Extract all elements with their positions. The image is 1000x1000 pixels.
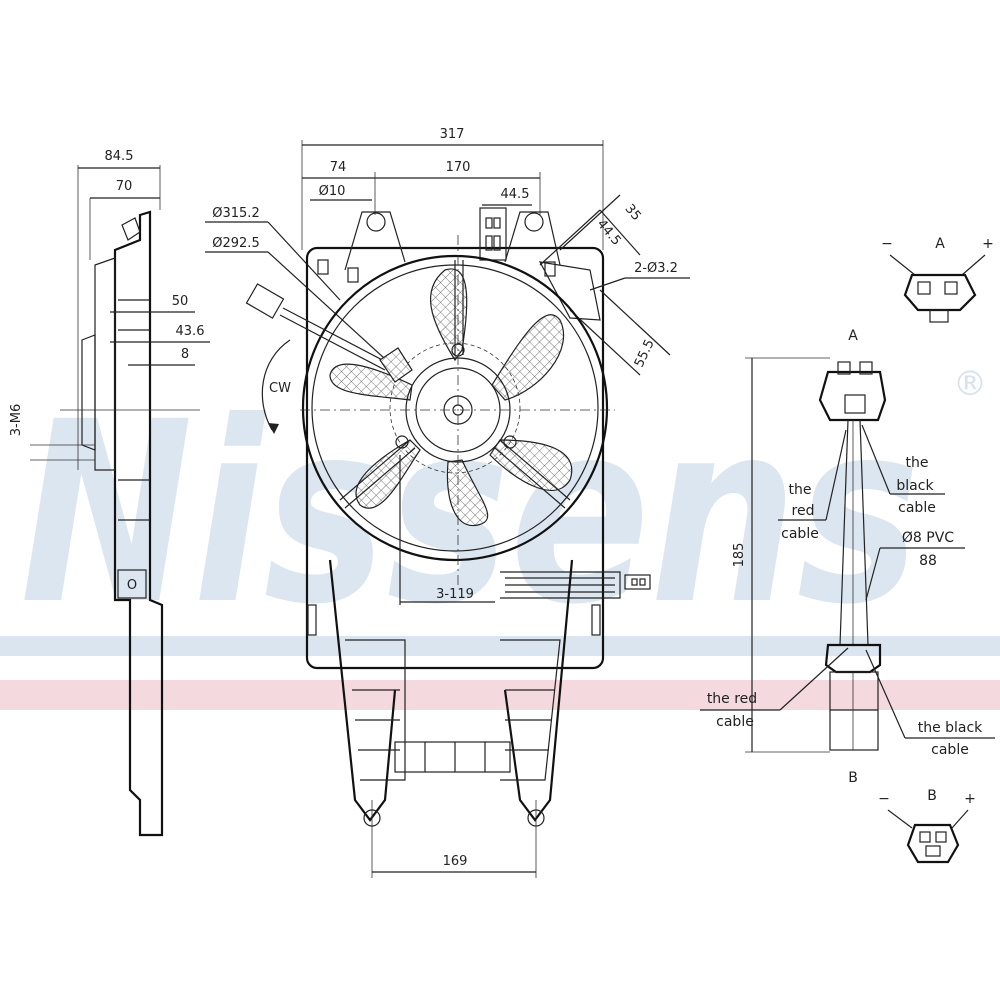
blade-note-3-119: 3-119	[436, 587, 474, 602]
blue-stripe	[0, 636, 1000, 656]
cable-view: − A + A 185 the red cable	[700, 236, 995, 864]
dim-43-6: 43.6	[176, 324, 205, 339]
top-red-the: the	[789, 482, 812, 498]
dia-292-5: Ø292.5	[212, 236, 259, 251]
registered-mark: ®	[953, 364, 987, 404]
dim-74: 74	[330, 160, 347, 175]
bottom-black-line2: cable	[931, 742, 969, 758]
top-red-red: red	[792, 503, 815, 519]
connector-a-label: A	[935, 236, 945, 252]
pink-stripe	[0, 680, 1000, 710]
holes-2-dia-3-2: 2-Ø3.2	[634, 261, 678, 276]
cable-spec: Ø8 PVC	[902, 530, 954, 546]
cable-spec-88: 88	[919, 553, 937, 569]
cable-bottom-b: B	[848, 770, 858, 786]
dim-317: 317	[440, 127, 465, 142]
top-black-cable: cable	[898, 500, 936, 516]
dim-70: 70	[116, 179, 133, 194]
connector-a-minus: −	[881, 236, 893, 252]
top-black-black: black	[896, 478, 934, 494]
top-black-the: the	[906, 455, 929, 471]
cable-length-185: 185	[732, 543, 747, 568]
dim-44-5-top: 44.5	[501, 187, 530, 202]
front-view: 317 74 170 Ø10 44.5 Ø315.2 Ø292.5	[205, 127, 690, 878]
connector-b-plus: +	[964, 791, 976, 807]
dim-84-5: 84.5	[105, 149, 134, 164]
side-view: 84.5 70 O 50 43.6 8 3-M6	[9, 149, 210, 837]
bottom-black-line1: the black	[918, 720, 983, 736]
connector-b-label: B	[927, 788, 937, 804]
bottom-red-line2: cable	[716, 714, 754, 730]
dim-55-5: 55.5	[632, 337, 658, 370]
dim-44-5-side: 44.5	[594, 217, 624, 249]
hole-dia-10: Ø10	[319, 184, 346, 199]
dim-169: 169	[443, 854, 468, 869]
dim-35: 35	[622, 202, 644, 224]
rotation-cw: CW	[269, 381, 291, 396]
connector-b-minus: −	[878, 791, 890, 807]
dim-170: 170	[446, 160, 471, 175]
dia-315-2: Ø315.2	[212, 206, 259, 221]
top-red-cable: cable	[781, 526, 819, 542]
bottom-red-line1: the red	[707, 691, 757, 707]
dim-8: 8	[181, 347, 189, 362]
svg-text:O: O	[127, 578, 137, 593]
dim-50: 50	[172, 294, 189, 309]
bolt-label-3-m6: 3-M6	[9, 404, 24, 436]
connector-a-plus: +	[982, 236, 994, 252]
cable-top-a: A	[848, 328, 858, 344]
